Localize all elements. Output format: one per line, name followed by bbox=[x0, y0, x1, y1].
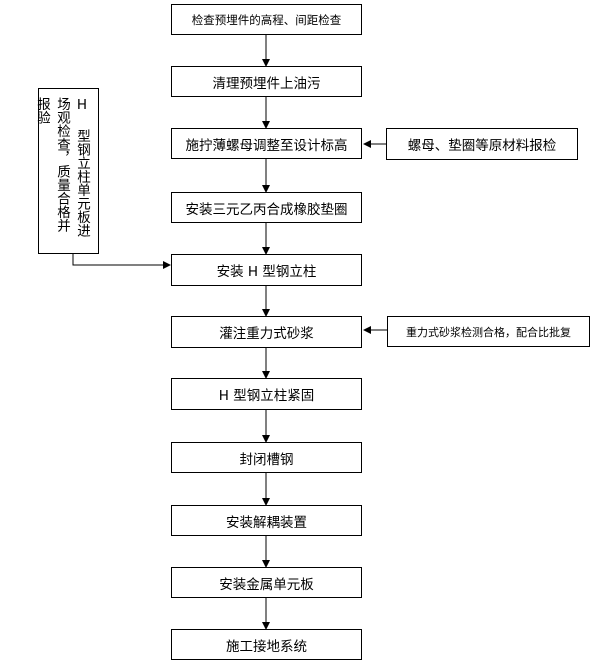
step-grounding-system: 施工接地系统 bbox=[171, 629, 362, 660]
step-close-channel: 封闭槽钢 bbox=[171, 442, 362, 473]
step-grout-mortar: 灌注重力式砂浆 bbox=[171, 316, 362, 348]
step-tighten-column: H 型钢立柱紧固 bbox=[171, 378, 362, 410]
arrow-column-inspection bbox=[72, 254, 171, 269]
step-check-embedded-parts: 检查预埋件的高程、间距检查 bbox=[171, 4, 362, 35]
step-adjust-nut: 施拧薄螺母调整至设计标高 bbox=[171, 128, 362, 159]
step-install-gasket: 安装三元乙丙合成橡胶垫圈 bbox=[171, 192, 362, 223]
side-mortar-check: 重力式砂浆检测合格，配合比批复 bbox=[387, 316, 590, 347]
step-install-column: 安装 H 型钢立柱 bbox=[171, 254, 362, 286]
step-clean-oil: 清理预埋件上油污 bbox=[171, 66, 362, 97]
step-install-metal-panel: 安装金属单元板 bbox=[171, 567, 362, 598]
side-nut-material-inspection: 螺母、垫圈等原材料报检 bbox=[386, 128, 578, 160]
side-column-inspection: H 型钢立柱单元板进场观检查，质量合格并报验 bbox=[34, 88, 99, 254]
step-install-decoupler: 安装解耦装置 bbox=[171, 505, 362, 536]
